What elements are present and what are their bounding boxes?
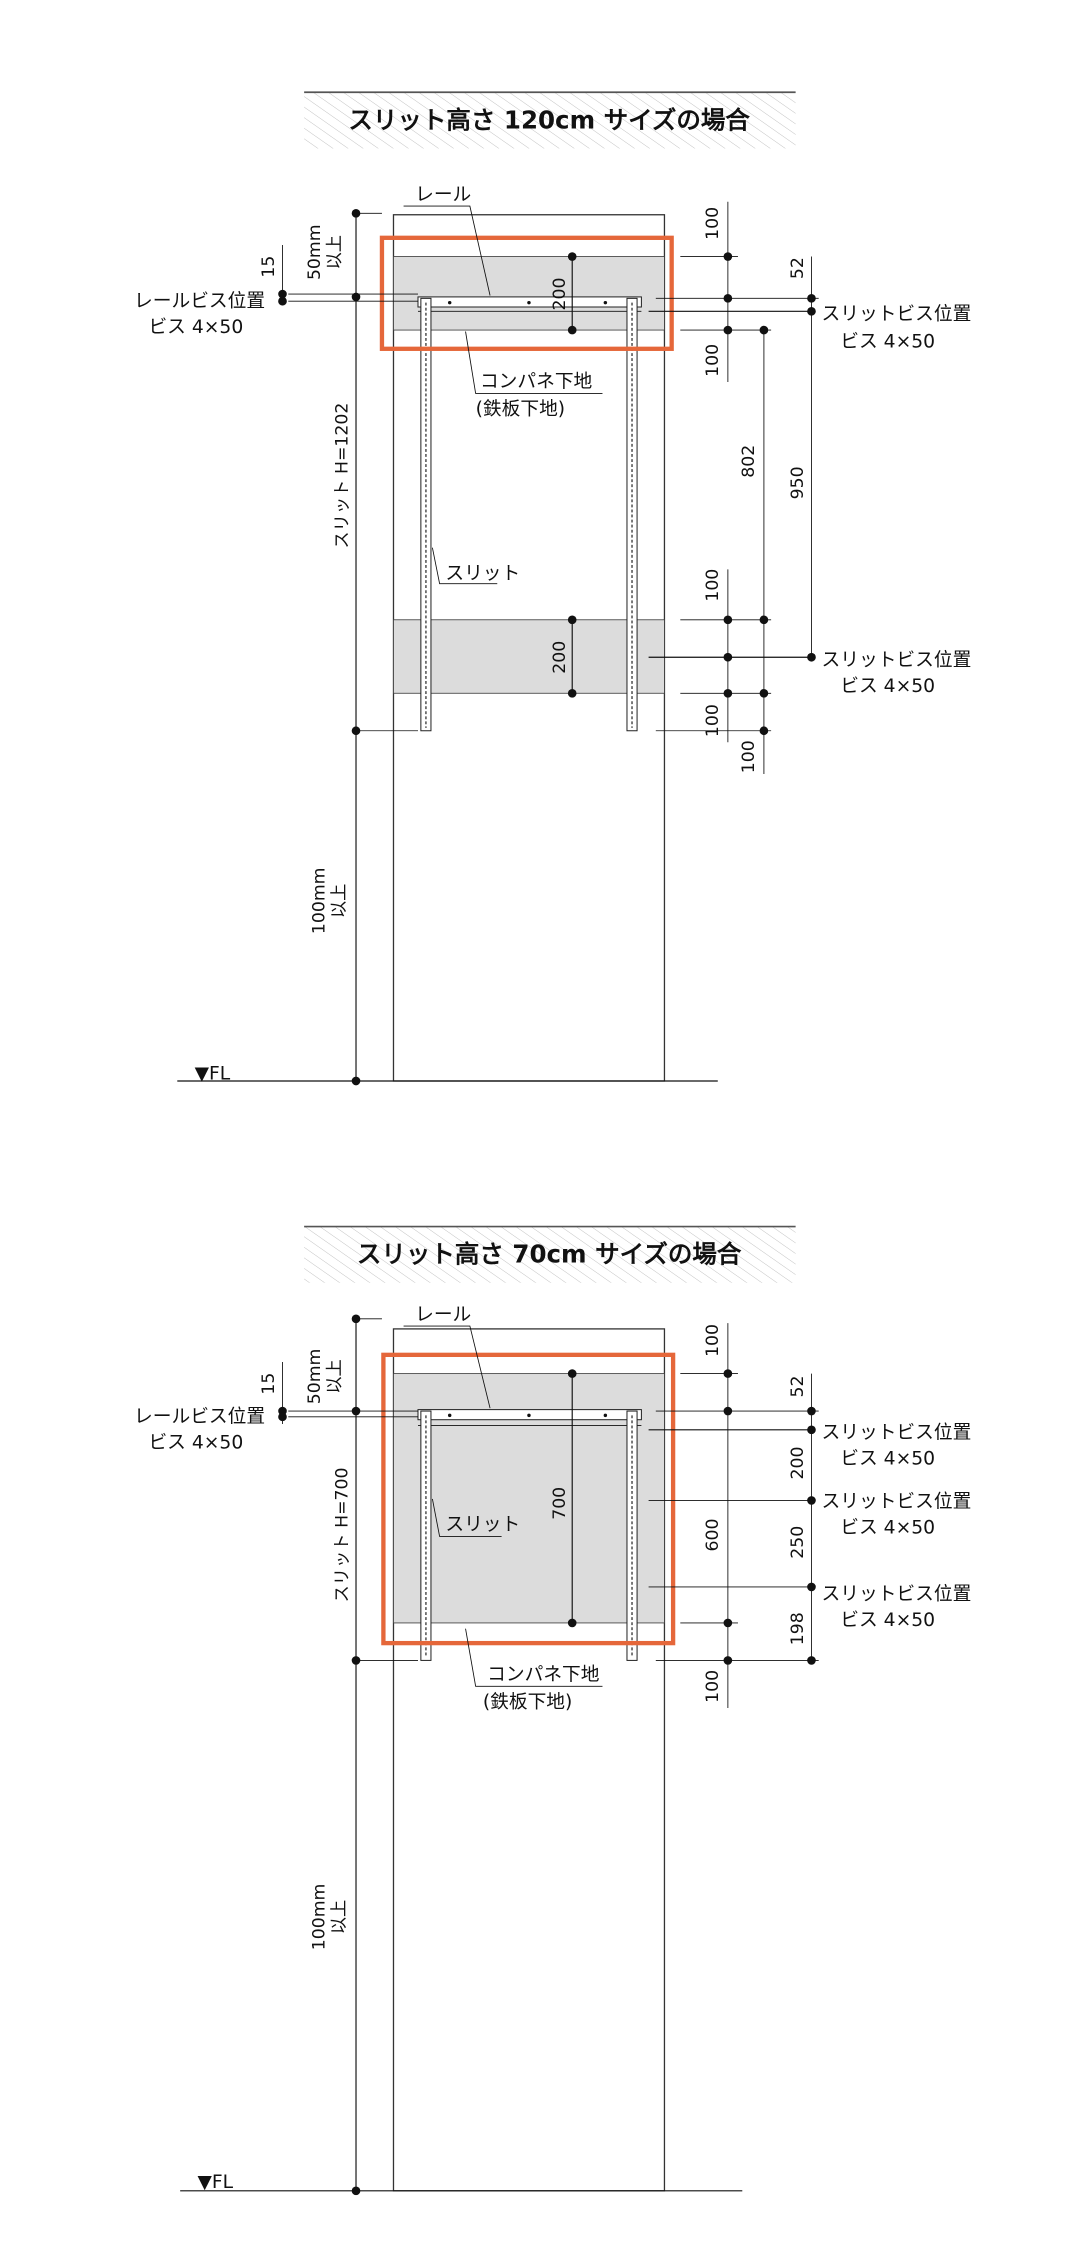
right-dim: 600 — [703, 1519, 723, 1552]
slit-label: スリット — [445, 1515, 520, 1536]
left-slit — [420, 1410, 432, 1661]
rail-screw-label: レールビス位置 — [134, 291, 265, 312]
slit-height: スリット H=700 — [332, 1467, 352, 1602]
right-dim: 200 — [788, 1446, 808, 1479]
board-label-2: (鉄板下地) — [476, 399, 565, 420]
rail — [417, 1409, 642, 1426]
slit-screw-spec: ビス 4×50 — [840, 1518, 935, 1539]
title-band: スリット高さ 70cm サイズの場合 — [304, 1225, 796, 1283]
board-label-2: (鉄板下地) — [483, 1692, 572, 1713]
highlight-box — [381, 1352, 676, 1646]
rail-screw-spec: ビス 4×50 — [148, 317, 243, 338]
rail-label: レール — [415, 184, 471, 205]
rail-label: レール — [415, 1304, 471, 1325]
slit-height: スリット H=1202 — [332, 403, 352, 549]
dim-15: 15 — [259, 1373, 279, 1395]
right-dim: 100 — [703, 569, 723, 602]
dim-top-clearance-2: 以上 — [325, 1359, 345, 1394]
dim-top-clearance: 50mm — [305, 1349, 325, 1405]
right-dim: 100 — [739, 740, 759, 773]
right-dim: 100 — [703, 704, 723, 737]
dim-bottom-clearance-2: 以上 — [329, 884, 349, 919]
upper-board — [393, 256, 665, 331]
section-120cm: スリット高さ 120cm サイズの場合 15 50mm 以上 スリット H=12… — [134, 91, 972, 1086]
right-dim: 100 — [703, 1670, 723, 1703]
rail-screw-label: レールビス位置 — [134, 1407, 265, 1428]
slit-screw-spec: ビス 4×50 — [840, 1610, 935, 1631]
slit-screw-label: スリットビス位置 — [822, 304, 972, 325]
right-dim: 950 — [788, 466, 808, 499]
title-band: スリット高さ 120cm サイズの場合 — [304, 91, 796, 149]
slit-screw-label: スリットビス位置 — [822, 1492, 972, 1513]
board-label: コンパネ下地 — [480, 372, 593, 393]
inner-dim: 200 — [550, 641, 570, 674]
floor-label: ▼FL — [197, 2172, 233, 2193]
slit-screw-label: スリットビス位置 — [822, 650, 972, 671]
slit-screw-spec: ビス 4×50 — [840, 1448, 935, 1469]
right-dim: 100 — [703, 344, 723, 377]
right-dim: 250 — [788, 1526, 808, 1559]
right-dim: 52 — [788, 257, 808, 279]
dim-bottom-clearance-2: 以上 — [329, 1900, 349, 1935]
rail-screw-spec: ビス 4×50 — [148, 1433, 243, 1454]
right-dim: 100 — [703, 1324, 723, 1357]
slit-screw-label: スリットビス位置 — [822, 1584, 972, 1605]
right-dim: 100 — [703, 207, 723, 240]
dim-bottom-clearance: 100mm — [309, 868, 329, 935]
slit-screw-label: スリットビス位置 — [822, 1422, 972, 1443]
right-dim: 198 — [788, 1612, 808, 1645]
section-70cm: スリット高さ 70cm サイズの場合 15 50mm 以上 スリット H=700… — [134, 1225, 972, 2196]
dim-top-clearance: 50mm — [305, 224, 325, 280]
inner-dim: 700 — [550, 1487, 570, 1520]
right-slit — [626, 1410, 638, 1661]
floor-label: ▼FL — [195, 1064, 231, 1085]
lower-board — [393, 619, 665, 694]
inner-dim: 200 — [550, 278, 570, 311]
board-label: コンパネ下地 — [487, 1665, 600, 1686]
dim-15: 15 — [259, 256, 279, 278]
highlight-box — [379, 235, 674, 351]
right-dim: 52 — [788, 1376, 808, 1398]
section-title: スリット高さ 70cm サイズの場合 — [357, 1240, 742, 1269]
slit-label: スリット — [445, 563, 520, 584]
dim-bottom-clearance: 100mm — [309, 1884, 329, 1951]
right-dim: 802 — [739, 445, 759, 478]
section-title: スリット高さ 120cm サイズの場合 — [348, 105, 750, 134]
slit-screw-spec: ビス 4×50 — [840, 331, 935, 352]
rail — [417, 296, 642, 312]
dim-top-clearance-2: 以上 — [325, 235, 345, 270]
slit-screw-spec: ビス 4×50 — [840, 676, 935, 697]
